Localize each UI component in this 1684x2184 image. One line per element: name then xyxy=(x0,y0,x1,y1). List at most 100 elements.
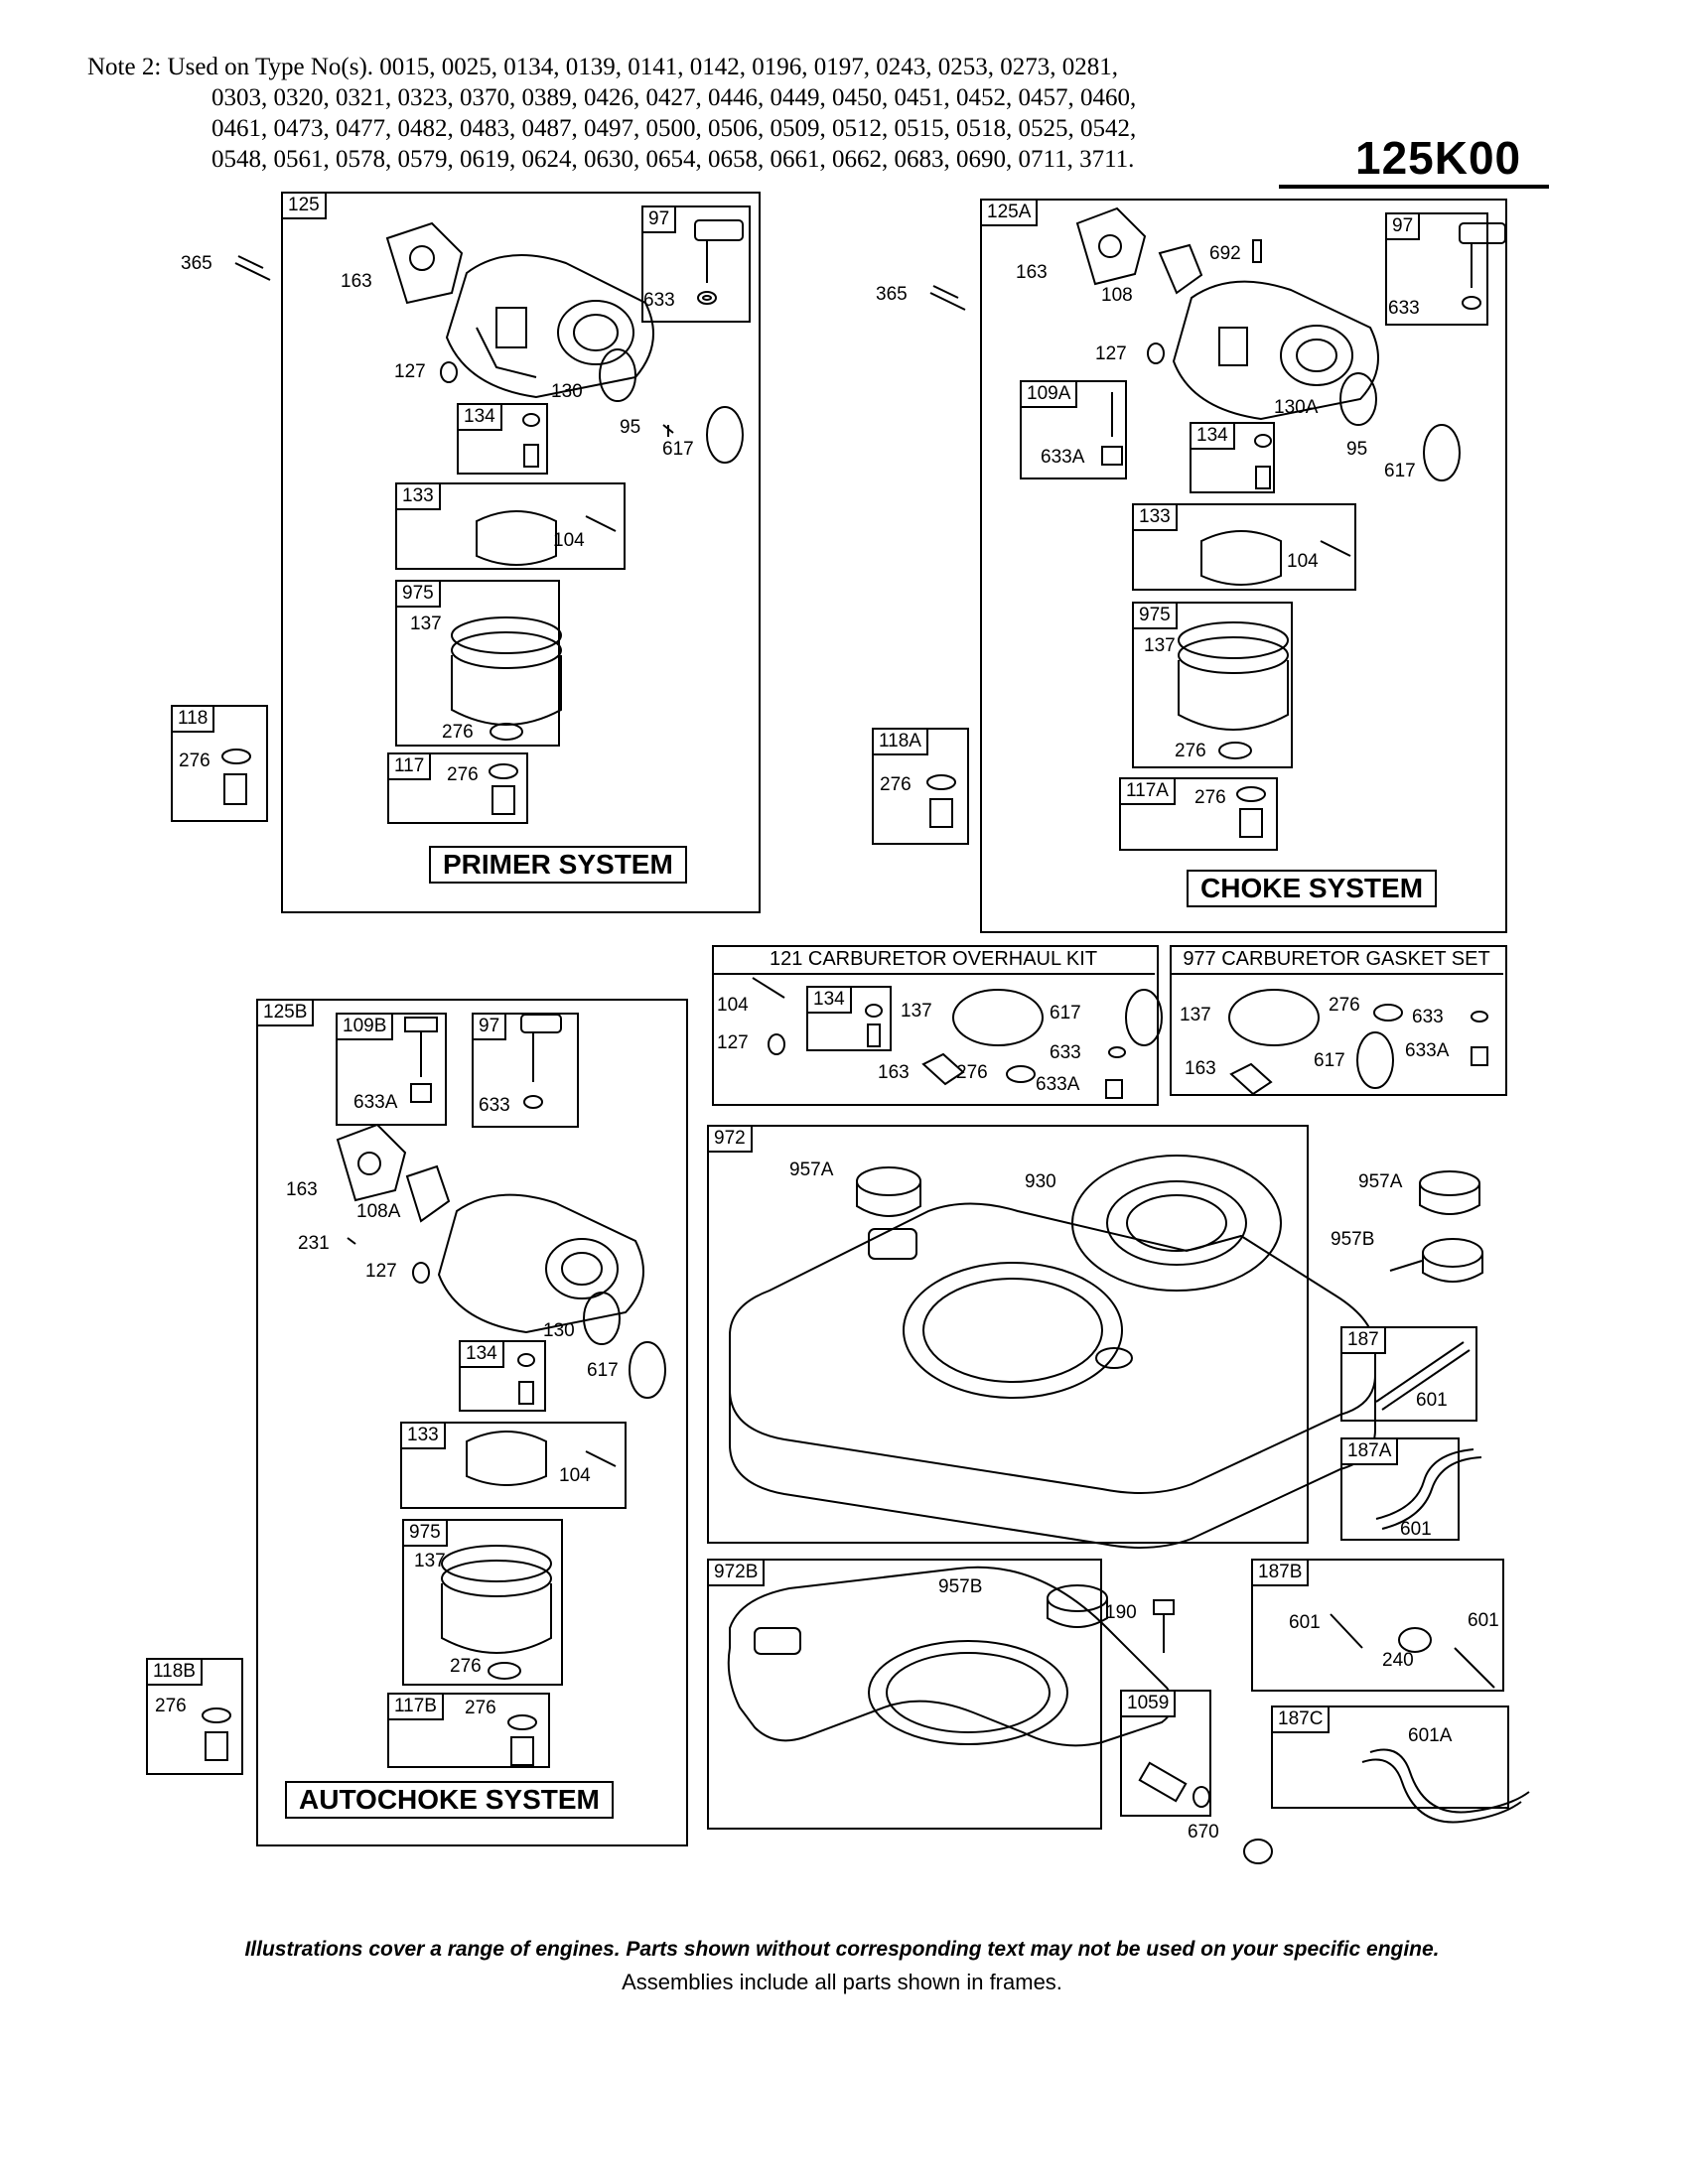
tag-134c: 134 xyxy=(459,1340,504,1368)
part-label: 633 xyxy=(1412,1007,1444,1027)
footer-disclaimer: Illustrations cover a range of engines. … xyxy=(244,1938,1440,1961)
tag-187: 187 xyxy=(1340,1326,1386,1354)
footer-assemblies-note: Assemblies include all parts shown in fr… xyxy=(622,1970,1062,1994)
tag-133b: 133 xyxy=(1132,503,1178,531)
part-label: 276 xyxy=(179,751,210,771)
part-label: 633 xyxy=(643,290,675,311)
tag-117A: 117A xyxy=(1119,777,1176,805)
part-label: 601 xyxy=(1416,1390,1448,1411)
autochoke-system-title: AUTOCHOKE SYSTEM xyxy=(285,1781,614,1819)
tag-97c: 97 xyxy=(472,1013,507,1040)
part-label: 130A xyxy=(1274,397,1319,418)
part-label: 957A xyxy=(789,1160,834,1180)
part-label: 692 xyxy=(1209,243,1241,264)
part-label: 957A xyxy=(1358,1171,1403,1192)
frame-187 xyxy=(1340,1326,1477,1422)
part-label: 127 xyxy=(394,361,426,382)
part-label: 137 xyxy=(901,1001,932,1022)
part-label: 601 xyxy=(1289,1612,1321,1633)
part-label: 633A xyxy=(1036,1074,1080,1095)
part-label: 130 xyxy=(551,381,583,402)
gasket-set-frame xyxy=(1170,945,1507,1096)
note-line: 0461, 0473, 0477, 0482, 0483, 0487, 0497… xyxy=(211,115,1137,142)
frame-117A xyxy=(1119,777,1278,851)
cap-957B-drawing xyxy=(1389,1238,1483,1283)
frame-118 xyxy=(171,705,268,822)
primer-system-title: PRIMER SYSTEM xyxy=(429,846,687,884)
overhaul-kit-frame xyxy=(712,945,1159,1106)
tag-118: 118 xyxy=(171,705,215,733)
frame-975 xyxy=(395,580,560,747)
part-label: 365 xyxy=(181,253,212,274)
tag-97b: 97 xyxy=(1385,212,1421,240)
part-label: 276 xyxy=(1329,995,1360,1016)
choke-system-title: CHOKE SYSTEM xyxy=(1187,870,1438,907)
part-label: 617 xyxy=(587,1360,619,1381)
part-label: 276 xyxy=(880,774,912,795)
note-line: Note 2: Used on Type No(s). 0015, 0025, … xyxy=(87,54,1119,80)
part-label: 127 xyxy=(717,1032,749,1053)
tag-1059: 1059 xyxy=(1120,1690,1177,1717)
frame-117B xyxy=(387,1693,550,1768)
part-label: 633 xyxy=(1050,1042,1081,1063)
part-label: 276 xyxy=(442,722,474,743)
code-underline xyxy=(1279,185,1549,189)
note-line: 0303, 0320, 0321, 0323, 0370, 0389, 0426… xyxy=(211,84,1137,111)
diagram-code: 125K00 xyxy=(1355,132,1522,184)
choke-system-frame xyxy=(980,199,1507,933)
tag-125: 125 xyxy=(281,192,327,219)
part-label: 231 xyxy=(298,1233,330,1254)
part-label: 633 xyxy=(479,1095,510,1116)
part-label: 163 xyxy=(1185,1058,1216,1079)
tag-134k: 134 xyxy=(806,986,852,1014)
tag-975b: 975 xyxy=(1132,602,1178,629)
fuel-tank-972-frame xyxy=(707,1125,1309,1544)
part-670-drawing xyxy=(1243,1839,1273,1864)
tag-133: 133 xyxy=(395,482,441,510)
part-label: 617 xyxy=(1314,1050,1345,1071)
part-label: 108 xyxy=(1101,285,1133,306)
part-label: 276 xyxy=(450,1656,482,1677)
part-label: 601 xyxy=(1468,1610,1499,1631)
cap-957A-b-drawing xyxy=(1419,1170,1480,1215)
frame-133c xyxy=(400,1422,627,1509)
overhaul-kit-title: 121 CARBURETOR OVERHAUL KIT xyxy=(712,945,1155,975)
tag-109A: 109A xyxy=(1020,380,1078,408)
part-label: 127 xyxy=(1095,343,1127,364)
frame-133b xyxy=(1132,503,1356,591)
part-label: 617 xyxy=(1384,461,1416,481)
tag-118B: 118B xyxy=(146,1658,203,1686)
tag-117: 117 xyxy=(387,752,432,780)
part-label: 633A xyxy=(353,1092,398,1113)
part-label: 104 xyxy=(553,530,585,551)
tag-187C: 187C xyxy=(1271,1706,1331,1733)
part-label: 163 xyxy=(878,1062,910,1083)
part-label: 633 xyxy=(1388,298,1420,319)
part-label: 276 xyxy=(465,1698,496,1718)
frame-134 xyxy=(457,403,548,475)
part-label: 104 xyxy=(717,995,749,1016)
part-label: 957B xyxy=(938,1576,983,1597)
tag-118A: 118A xyxy=(872,728,928,755)
part-label: 957B xyxy=(1331,1229,1375,1250)
tag-97: 97 xyxy=(641,205,677,233)
part-label: 137 xyxy=(410,614,442,634)
frame-97c xyxy=(472,1013,579,1128)
tag-187B: 187B xyxy=(1251,1559,1310,1586)
part-label: 137 xyxy=(1144,635,1176,656)
primer-system-frame xyxy=(281,192,761,913)
part-label: 601A xyxy=(1408,1725,1453,1746)
tag-972: 972 xyxy=(707,1125,753,1153)
part-label: 163 xyxy=(1016,262,1048,283)
tag-133c: 133 xyxy=(400,1422,446,1449)
part-label: 104 xyxy=(1287,551,1319,572)
tag-187A: 187A xyxy=(1340,1437,1399,1465)
part-label: 601 xyxy=(1400,1519,1432,1540)
part-label: 240 xyxy=(1382,1650,1414,1671)
part-label: 127 xyxy=(365,1261,397,1282)
frame-97 xyxy=(641,205,751,323)
tag-134: 134 xyxy=(457,403,502,431)
frame-117 xyxy=(387,752,528,824)
tag-972B: 972B xyxy=(707,1559,766,1586)
